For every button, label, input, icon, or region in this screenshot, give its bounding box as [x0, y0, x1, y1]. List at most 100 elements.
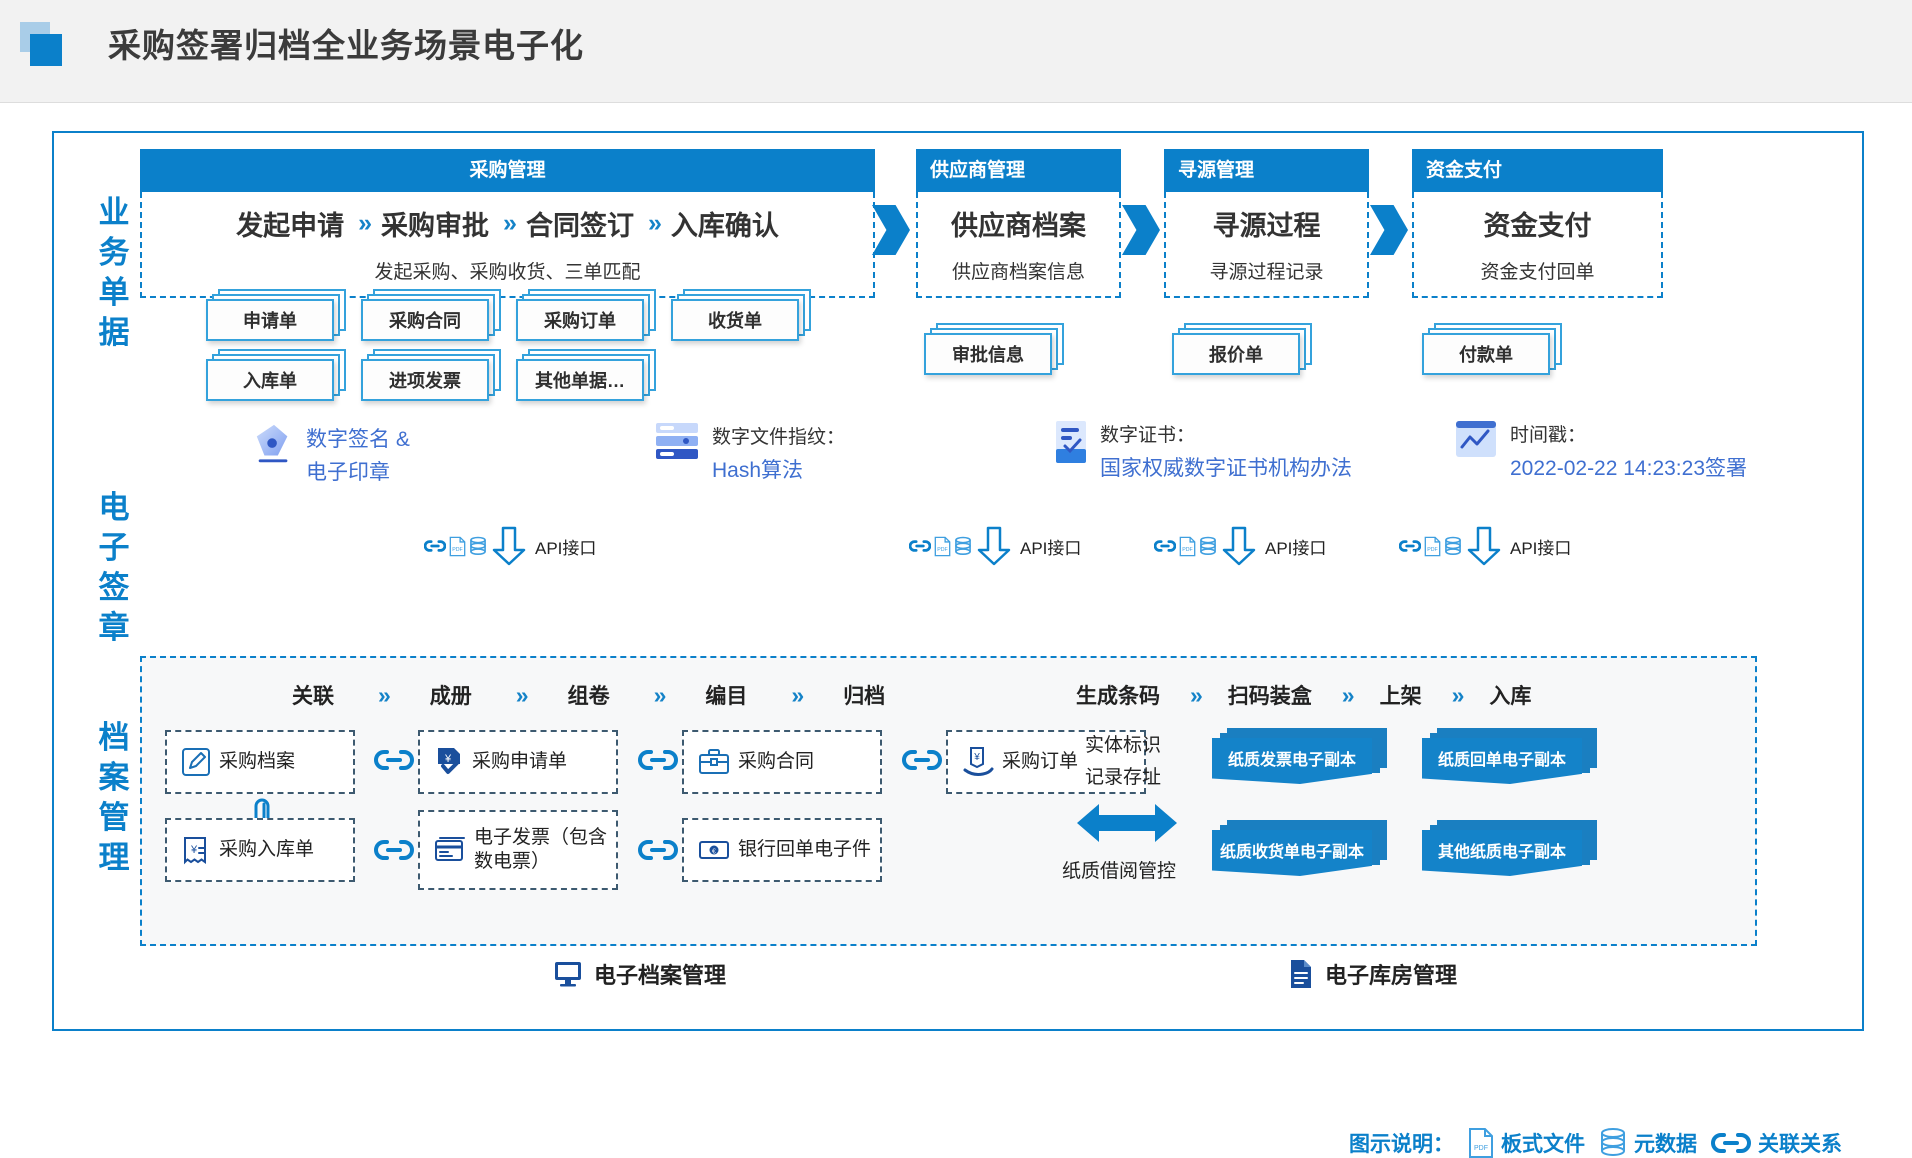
database-icon — [1445, 536, 1461, 555]
module-sourcing-main: 寻源过程 — [1212, 211, 1321, 241]
certificate-icon — [1056, 421, 1086, 463]
legend-item-relation: 关联关系 — [1711, 1128, 1842, 1158]
archive-steps-right: 生成条码»扫码装盒»上架»入库 — [1076, 680, 1531, 710]
link-icon — [638, 750, 678, 770]
pen-signature-icon — [256, 424, 288, 463]
timestamp-icon — [1456, 421, 1496, 457]
down-arrow-icon — [492, 526, 526, 566]
archive-box-label: 银行回单电子件 — [738, 839, 872, 860]
bottom-label-text: 电子库房管理 — [1325, 963, 1458, 988]
archive-steps-left: 关联»成册»组卷»编目»归档 — [292, 680, 885, 710]
chevron-icon: » — [1190, 681, 1203, 708]
paper-copy-stack[interactable]: 纸质回单电子副本 — [1422, 728, 1597, 784]
chevron-icon: » — [515, 681, 529, 708]
document-stack[interactable]: 采购合同 — [361, 289, 501, 341]
link-icon — [1154, 540, 1176, 552]
svg-text:PDF: PDF — [1182, 547, 1192, 553]
flow-arrow-icon — [1122, 205, 1160, 255]
esign-item-signature[interactable]: 数字签名 & 电子印章 — [254, 423, 410, 489]
archive-box-purchase-order[interactable]: ¥ 采购订单 — [946, 730, 1146, 794]
archive-step: 上架 — [1379, 685, 1422, 708]
api-label: API接口 — [1265, 538, 1327, 558]
svg-text:¥: ¥ — [444, 753, 452, 765]
legend: 图示说明： PDF 板式文件 元数据 关联关系 — [1349, 1128, 1842, 1158]
module-payment-title: 资金支付 — [1412, 149, 1663, 192]
archive-panel: 关联»成册»组卷»编目»归档 生成条码»扫码装盒»上架»入库 采购档案 ¥ 采购… — [140, 656, 1757, 946]
module-sourcing-subtitle: 寻源过程记录 — [1209, 262, 1324, 283]
esign-timestamp-line1: 时间戳： — [1510, 425, 1587, 446]
module-payment[interactable]: 资金支付 资金支付 资金支付回单 — [1412, 149, 1663, 298]
paper-copy-stack[interactable]: 纸质发票电子副本 — [1212, 728, 1387, 784]
link-icon — [374, 840, 414, 860]
esign-item-fingerprint[interactable]: 数字文件指纹： Hash算法 — [654, 421, 845, 487]
chevron-icon: » — [358, 209, 372, 237]
bottom-label-e-archive[interactable]: 电子档案管理 — [554, 958, 726, 990]
esign-item-timestamp[interactable]: 时间戳： 2022-02-22 14:23:23签署 — [1454, 419, 1747, 485]
esign-item-certificate[interactable]: 数字证书： 国家权威数字证书机构办法 — [1054, 419, 1352, 485]
module-sourcing-title: 寻源管理 — [1164, 149, 1369, 192]
svg-text:PDF: PDF — [937, 547, 947, 553]
paper-copy-label: 纸质回单电子副本 — [1437, 752, 1566, 769]
band-label-esign: 电子签章 — [98, 490, 130, 645]
document-stack[interactable]: 付款单 — [1422, 323, 1562, 375]
document-stack[interactable]: 审批信息 — [924, 323, 1064, 375]
legend-label: 关联关系 — [1758, 1133, 1842, 1156]
bottom-label-e-warehouse[interactable]: 电子库房管理 — [1289, 958, 1457, 990]
archive-step: 组卷 — [567, 685, 610, 708]
chevron-icon: » — [503, 209, 517, 237]
purchase-step-2: 采购审批 — [381, 211, 490, 241]
link-icon — [1711, 1133, 1751, 1153]
module-sourcing[interactable]: 寻源管理 寻源过程 寻源过程记录 — [1164, 149, 1369, 298]
svg-text:PDF: PDF — [452, 547, 462, 553]
module-supplier[interactable]: 供应商管理 供应商档案 供应商档案信息 — [916, 149, 1121, 298]
archive-box-purchase-inbound[interactable]: ¥ 采购入库单 — [165, 818, 355, 882]
archive-box-label: 采购入库单 — [219, 839, 315, 860]
archive-box-purchase-request[interactable]: ¥ 采购申请单 — [418, 730, 618, 794]
flow-arrow-icon — [872, 205, 910, 255]
document-stack[interactable]: 入库单 — [206, 349, 346, 401]
module-supplier-main: 供应商档案 — [951, 211, 1086, 241]
flow-arrow-icon — [1370, 205, 1408, 255]
diagram-frame: 业务单据 电子签章 档案管理 采购管理 发起申请 » 采购审批 » 合同签订 »… — [52, 131, 1864, 1158]
link-icon — [638, 840, 678, 860]
pdf-file-icon: PDF — [449, 536, 466, 556]
archive-step: 入库 — [1489, 685, 1532, 708]
document-stack[interactable]: 采购订单 — [516, 289, 656, 341]
document-stack[interactable]: 申请单 — [206, 289, 346, 341]
archive-box-purchase-contract[interactable]: 采购合同 — [682, 730, 882, 794]
module-payment-subtitle: 资金支付回单 — [1480, 262, 1595, 283]
paper-copy-stack[interactable]: 其他纸质电子副本 — [1422, 820, 1597, 876]
link-icon — [424, 540, 446, 552]
module-purchase-subtitle: 发起采购、采购收货、三单匹配 — [374, 262, 641, 283]
double-arrow-icon — [1077, 804, 1177, 842]
document-stack-label: 付款单 — [1459, 345, 1513, 365]
page-header: 采购签署归档全业务场景电子化 — [0, 0, 1912, 103]
document-stack[interactable]: 进项发票 — [361, 349, 501, 401]
chevron-icon: » — [653, 681, 667, 708]
database-icon — [1601, 1128, 1625, 1156]
archive-box-e-invoice[interactable]: 电子发票（包含数电票） — [418, 810, 618, 890]
document-stack-label: 采购订单 — [544, 311, 616, 331]
legend-item-metadata: 元数据 — [1599, 1128, 1697, 1158]
api-block[interactable]: PDF API接口 — [1154, 526, 1326, 566]
svg-text:¥: ¥ — [190, 844, 198, 856]
link-icon — [1399, 540, 1421, 552]
database-icon — [1200, 536, 1216, 555]
archive-box-bank-receipt[interactable]: € 银行回单电子件 — [682, 818, 882, 882]
document-stack-label: 报价单 — [1209, 345, 1263, 365]
module-purchase[interactable]: 采购管理 发起申请 » 采购审批 » 合同签订 » 入库确认 发起采购、采购收货… — [140, 149, 875, 298]
legend-item-pdf: PDF 板式文件 — [1468, 1128, 1585, 1158]
archive-step: 成册 — [429, 685, 472, 708]
document-stack[interactable]: 其他单据… — [516, 349, 656, 401]
api-label: API接口 — [1510, 538, 1572, 558]
document-stack[interactable]: 报价单 — [1172, 323, 1312, 375]
esign-timestamp-line2: 2022-02-22 14:23:23签署 — [1510, 457, 1747, 480]
module-supplier-subtitle: 供应商档案信息 — [951, 262, 1085, 283]
archive-box-purchase-archive[interactable]: 采购档案 — [165, 730, 355, 794]
document-stack[interactable]: 收货单 — [671, 289, 811, 341]
esign-certificate-line2: 国家权威数字证书机构办法 — [1100, 457, 1352, 480]
paper-copy-stack[interactable]: 纸质收货单电子副本 — [1212, 820, 1387, 876]
